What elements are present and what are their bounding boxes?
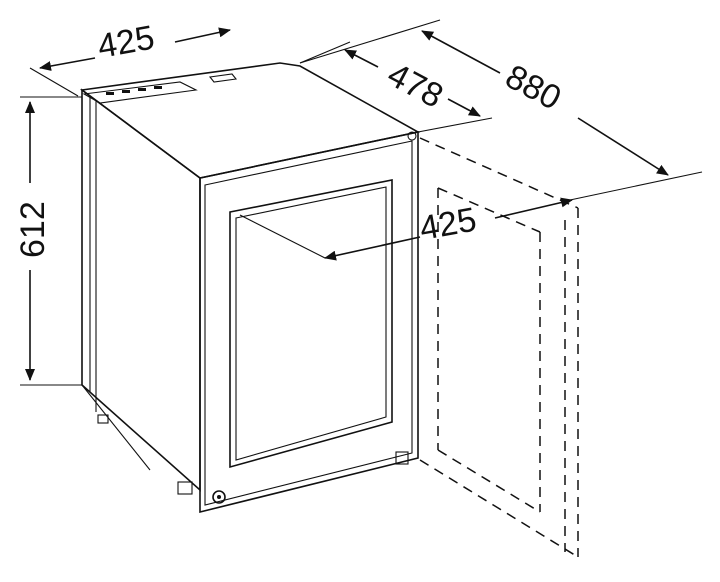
extension-lines bbox=[20, 19, 703, 471]
dimension-arrows bbox=[25, 27, 669, 381]
door-hinge bbox=[407, 131, 417, 141]
dimension-depth-open-label: 880 bbox=[499, 58, 567, 118]
cabinet-top bbox=[79, 62, 421, 179]
control-buttons bbox=[106, 86, 162, 95]
glass-door bbox=[199, 131, 419, 514]
door-lock-icon bbox=[212, 490, 226, 504]
foot-right bbox=[395, 451, 409, 465]
open-door-outline bbox=[419, 137, 579, 558]
foot-left bbox=[177, 481, 193, 495]
dimension-width-label: 425 bbox=[95, 19, 157, 66]
cabinet-side bbox=[81, 88, 201, 492]
dimension-door-width-label: 425 bbox=[417, 201, 479, 248]
dimension-depth-label: 478 bbox=[381, 56, 449, 116]
control-panel bbox=[82, 81, 198, 104]
dimension-height-label: 612 bbox=[14, 201, 52, 258]
top-vent bbox=[208, 73, 238, 83]
foot-back bbox=[97, 414, 109, 424]
door-glass-pane bbox=[229, 179, 393, 469]
cabinet bbox=[79, 62, 421, 495]
